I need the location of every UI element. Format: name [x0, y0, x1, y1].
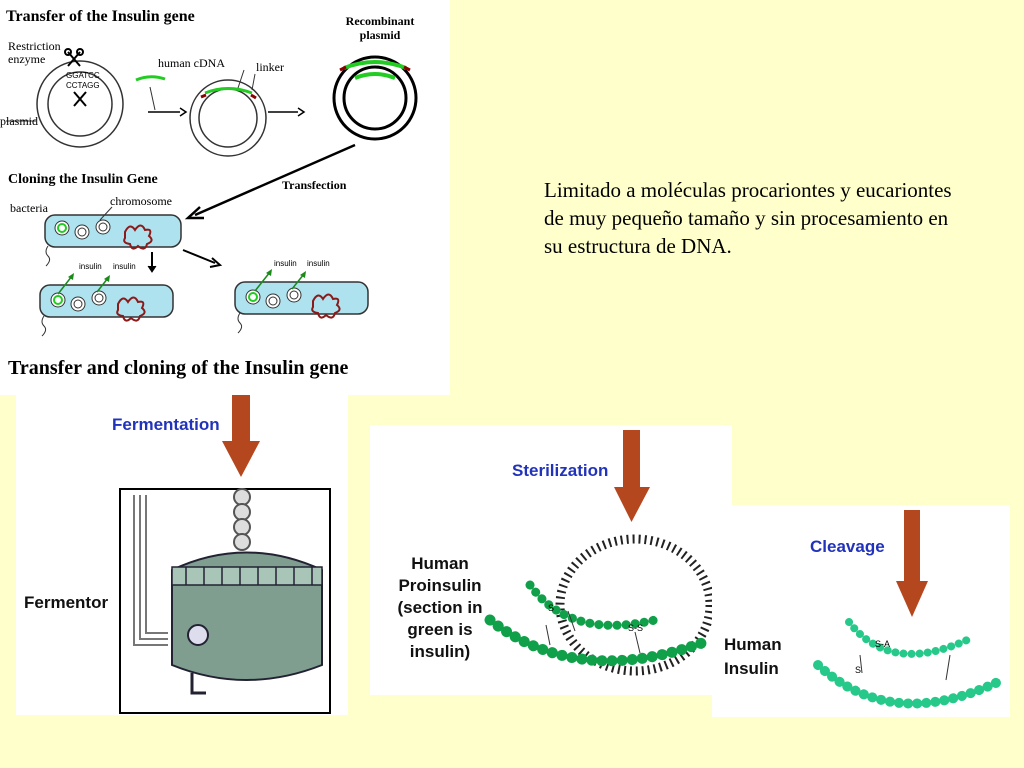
insulin-label: insulin: [79, 262, 102, 271]
cdna-pointer: [149, 86, 156, 111]
sequence-bottom: CCTAGG: [66, 81, 100, 90]
disulfide-label: S-S: [628, 623, 644, 633]
cloning-title: Cloning the Insulin Gene: [8, 172, 158, 187]
disulfide-label: S-A: [875, 639, 891, 649]
recombinant-plasmid-outer: [332, 55, 418, 141]
transfer-title: Transfer of the Insulin gene: [6, 8, 195, 25]
insulin-description: Human Insulin: [724, 635, 782, 678]
disulfide-label: S: [548, 603, 555, 613]
cleavage-label: Cleavage: [810, 537, 885, 556]
fermentation-label: Fermentation: [112, 415, 220, 434]
c-peptide-chain: [555, 534, 715, 676]
slide-body-text: Limitado a moléculas procariontes y euca…: [544, 178, 952, 258]
opened-plasmid-inner: [198, 88, 258, 148]
bacterium: [39, 273, 174, 337]
human-cdna-label: human cDNA: [158, 56, 225, 70]
linker-label: linker: [256, 60, 284, 74]
sterilization-panel: Sterilization Human Proinsulin (section …: [370, 425, 732, 695]
restriction-enzyme-label: Restriction enzyme: [8, 39, 61, 66]
insulin-label: insulin: [274, 259, 297, 268]
a-chain: [845, 618, 971, 658]
fermentor-illustration: [119, 395, 331, 714]
insulin-illustration: [813, 510, 1005, 709]
down-arrow: [222, 395, 260, 477]
b-chain: [484, 614, 716, 667]
a-chain: [525, 580, 660, 630]
chromosome: [123, 224, 153, 250]
insulin-label: insulin: [307, 259, 330, 268]
proinsulin-illustration: [484, 430, 716, 676]
cdna-insert: [204, 87, 253, 95]
fermentor-label: Fermentor: [24, 593, 109, 612]
plasmid-outer-ring: [36, 60, 124, 148]
cleavage-panel: Cleavage Human Insulin S S-A: [712, 505, 1010, 717]
disulfide-label: S: [855, 665, 862, 675]
fermentation-panel: Fermentation Fermentor: [16, 395, 348, 715]
plasmid-label: plasmid: [0, 114, 38, 128]
plasmid-inner-ring: [47, 71, 113, 137]
transfer-cloning-diagram: [6, 48, 418, 337]
opened-plasmid-outer: [189, 79, 267, 157]
sequence-top: GGATCC: [66, 71, 100, 80]
bacterium: [44, 214, 182, 267]
sterilization-label: Sterilization: [512, 461, 609, 480]
down-arrow: [896, 510, 928, 617]
diagram-caption: Transfer and cloning of the Insulin gene: [8, 357, 349, 379]
chromosome-label: chromosome: [110, 194, 172, 208]
cdna-fragment: [135, 75, 166, 82]
proinsulin-description: Human Proinsulin (section in green is in…: [397, 554, 483, 661]
gauge-icon: [187, 624, 209, 646]
transfection-label: Transfection: [282, 178, 347, 192]
recombinant-plasmid-inner: [342, 65, 408, 131]
recombinant-plasmid-label: Recombinant plasmid: [345, 14, 415, 42]
transfer-cloning-panel: Transfer of the Insulin gene Restriction…: [0, 0, 450, 395]
scissors-icon: [64, 48, 84, 67]
scissors-icon: [73, 91, 87, 107]
coil-pipe: [233, 488, 251, 551]
b-chain: [813, 660, 1005, 709]
insulin-label: insulin: [113, 262, 136, 271]
bacteria-label: bacteria: [10, 201, 48, 215]
bacterium: [234, 269, 369, 334]
recombinant-insert: [343, 60, 407, 70]
down-arrow: [614, 430, 650, 522]
transfection-arrow: [194, 143, 356, 217]
